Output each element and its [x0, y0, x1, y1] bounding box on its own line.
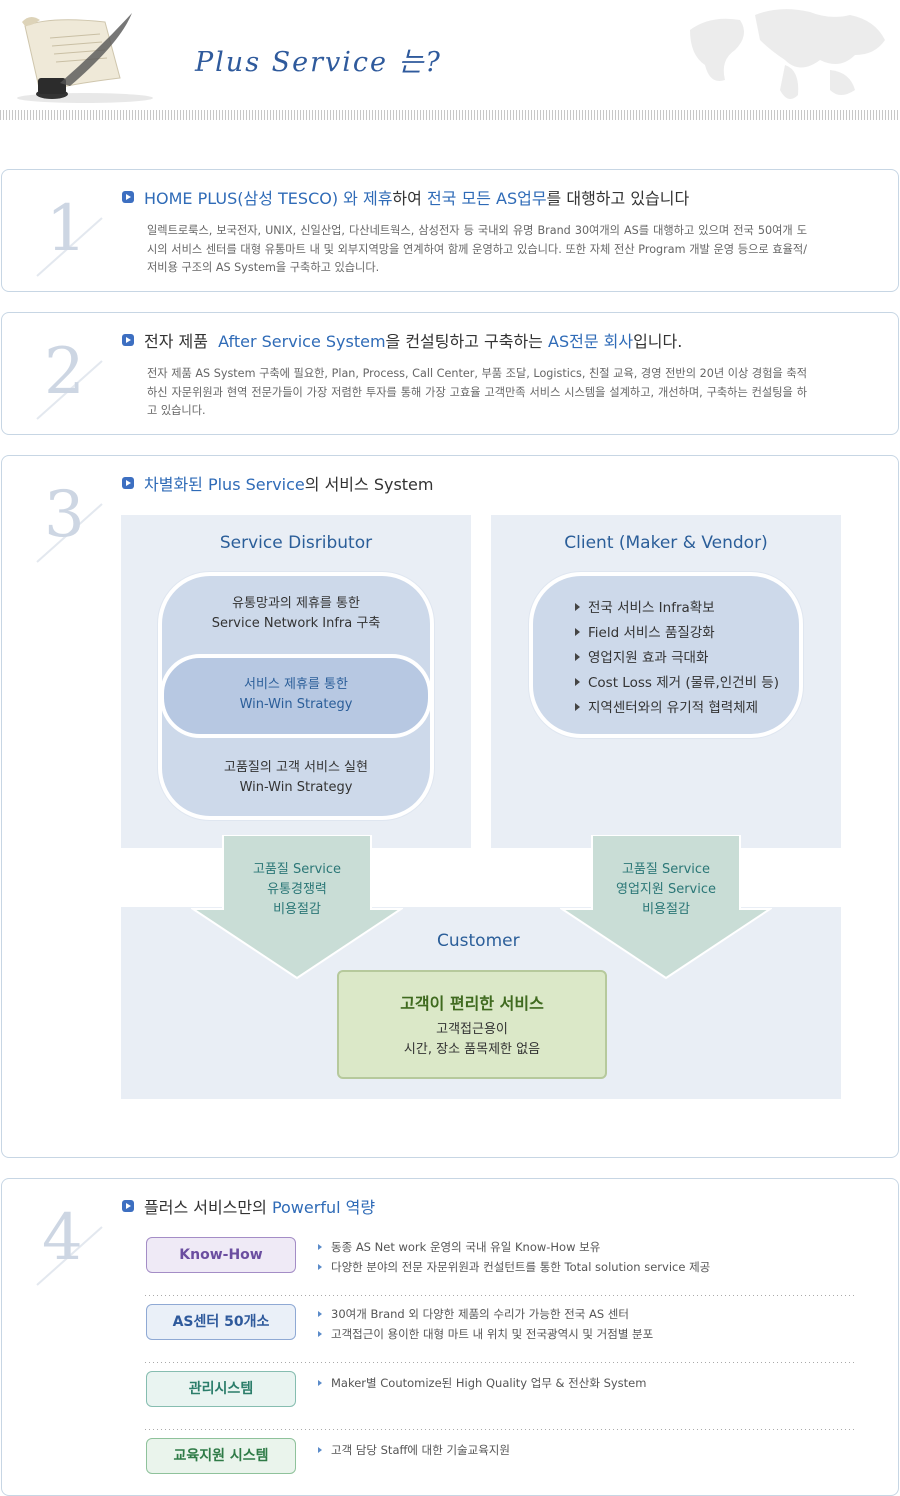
- right-down-arrow-icon: [560, 835, 772, 980]
- distributor-middle-line-1: 서비스 제휴를 통한: [244, 677, 348, 692]
- capability-badge: Know-How: [146, 1237, 296, 1273]
- number-1-graphic: 1: [36, 192, 103, 277]
- dotted-divider: [145, 1362, 857, 1363]
- capability-items: 고객 담당 Staff에 대한 기술교육지원: [318, 1440, 510, 1460]
- list-item: 동종 AS Net work 운영의 국내 유일 Know-How 보유: [318, 1237, 710, 1257]
- list-item: 전국 서비스 Infra확보: [575, 596, 779, 621]
- number-2-graphic: 2: [36, 335, 103, 420]
- distributor-pill: 유통망과의 제휴를 통한 Service Network Infra 구축 서비…: [158, 572, 434, 820]
- list-item: Field 서비스 품질강화: [575, 621, 779, 646]
- client-title: Client (Maker & Vendor): [564, 533, 768, 553]
- section-1: 1 HOME PLUS(삼성 TESCO) 와 제휴하여 전국 모든 AS업무를…: [1, 169, 899, 292]
- section-3-heading: 차별화된 Plus Service의 서비스 System: [122, 471, 433, 495]
- client-panel: Client (Maker & Vendor) 전국 서비스 Infra확보 F…: [491, 515, 841, 848]
- section-3: 3 차별화된 Plus Service의 서비스 System Service …: [1, 455, 899, 1158]
- scroll-quill-icon: [17, 13, 153, 103]
- section-number-1: 1: [46, 192, 87, 266]
- dotted-divider: [145, 1429, 857, 1430]
- capability-badge: 관리시스템: [146, 1371, 296, 1407]
- number-3-graphic: 3: [36, 478, 103, 563]
- list-item: 다양한 분야의 전문 자문위원과 컨설턴트를 통한 Total solution…: [318, 1257, 710, 1277]
- client-pill: 전국 서비스 Infra확보 Field 서비스 품질강화 영업지원 효과 극대…: [529, 572, 803, 738]
- distributor-middle-line-2: Win-Win Strategy: [239, 697, 353, 712]
- right-arrow-text: 고품질 Service 영업지원 Service 비용절감: [615, 862, 717, 917]
- client-benefit-list: 전국 서비스 Infra확보 Field 서비스 품질강화 영업지원 효과 극대…: [575, 596, 779, 721]
- list-item: 지역센터와의 유기적 협력체제: [575, 696, 779, 721]
- section-4-heading: 플러스 서비스만의 Powerful 역량: [122, 1194, 375, 1218]
- distributor-bottom-line-1: 고품질의 고객 서비스 실현: [224, 760, 368, 775]
- capability-row: AS센터 50개소 30여개 Brand 외 다양한 제품의 수리가 가능한 전…: [145, 1296, 857, 1363]
- section-2: 2 전자 제품 After Service System을 컨설팅하고 구축하는…: [1, 312, 899, 435]
- list-item: Cost Loss 제거 (물류,인건비 등): [575, 671, 779, 696]
- capability-badge: 교육지원 시스템: [146, 1438, 296, 1474]
- list-item: 고객접근이 용이한 대형 마트 내 위치 및 전국광역시 및 거점별 분포: [318, 1324, 653, 1344]
- capability-items: 동종 AS Net work 운영의 국내 유일 Know-How 보유 다양한…: [318, 1237, 710, 1277]
- customer-box-title: 고객이 편리한 서비스: [400, 994, 544, 1013]
- distributor-panel: Service Disributor 유통망과의 제휴를 통한 Service …: [121, 515, 471, 848]
- distributor-bottom-line-2: Win-Win Strategy: [239, 780, 353, 795]
- number-4-graphic: 4: [36, 1201, 103, 1286]
- list-item: 고객 담당 Staff에 대한 기술교육지원: [318, 1440, 510, 1460]
- arrow-bullet-icon: [122, 191, 134, 203]
- page-header: Plus Service 는?: [0, 0, 900, 120]
- arrow-bullet-icon: [122, 334, 134, 346]
- left-down-arrow-icon: [191, 835, 403, 980]
- section-2-body: 전자 제품 AS System 구축에 필요한, Plan, Process, …: [147, 367, 807, 417]
- capability-items: 30여개 Brand 외 다양한 제품의 수리가 가능한 전국 AS 센터 고객…: [318, 1304, 653, 1344]
- capability-row: 관리시스템 Maker별 Coutomize된 High Quality 업무 …: [145, 1363, 857, 1430]
- arrow-bullet-icon: [122, 477, 134, 489]
- section-number-3: 3: [44, 478, 85, 552]
- list-item: 30여개 Brand 외 다양한 제품의 수리가 가능한 전국 AS 센터: [318, 1304, 653, 1324]
- capability-items: Maker별 Coutomize된 High Quality 업무 & 전산화 …: [318, 1373, 646, 1393]
- customer-box-line-1: 고객접근용이: [436, 1022, 508, 1037]
- list-item: 영업지원 효과 극대화: [575, 646, 779, 671]
- section-2-heading: 전자 제품 After Service System을 컨설팅하고 구축하는 A…: [122, 328, 682, 352]
- capability-row: 교육지원 시스템 고객 담당 Staff에 대한 기술교육지원: [145, 1430, 857, 1496]
- customer-label: Customer: [437, 931, 520, 951]
- distributor-top-line-2: Service Network Infra 구축: [211, 616, 381, 631]
- capability-row: Know-How 동종 AS Net work 운영의 국내 유일 Know-H…: [145, 1229, 857, 1296]
- customer-service-box: 고객이 편리한 서비스 고객접근용이 시간, 장소 품목제한 없음: [337, 970, 607, 1079]
- section-1-body: 일렉트로룩스, 보국전자, UNIX, 신일산업, 다산네트웍스, 삼성전자 등…: [147, 224, 807, 274]
- section-1-heading: HOME PLUS(삼성 TESCO) 와 제휴하여 전국 모든 AS업무를 대…: [122, 185, 689, 209]
- section-number-2: 2: [44, 335, 85, 409]
- capability-badge: AS센터 50개소: [146, 1304, 296, 1340]
- world-map-icon: [690, 9, 885, 99]
- customer-box-line-2: 시간, 장소 품목제한 없음: [403, 1042, 541, 1057]
- list-item: Maker별 Coutomize된 High Quality 업무 & 전산화 …: [318, 1373, 646, 1393]
- header-divider: [0, 110, 900, 120]
- distributor-title: Service Disributor: [219, 533, 373, 553]
- page-title: Plus Service 는?: [195, 47, 442, 78]
- left-arrow-text: 고품질 Service 유통경쟁력 비용절감: [252, 862, 342, 917]
- arrow-bullet-icon: [122, 1200, 134, 1212]
- section-number-4: 4: [42, 1201, 83, 1275]
- dotted-divider: [145, 1295, 857, 1296]
- section-4: 4 플러스 서비스만의 Powerful 역량 Know-How 동종 AS N…: [1, 1178, 899, 1496]
- distributor-middle-pill: 서비스 제휴를 통한 Win-Win Strategy: [160, 654, 432, 738]
- distributor-top-line-1: 유통망과의 제휴를 통한: [232, 596, 360, 611]
